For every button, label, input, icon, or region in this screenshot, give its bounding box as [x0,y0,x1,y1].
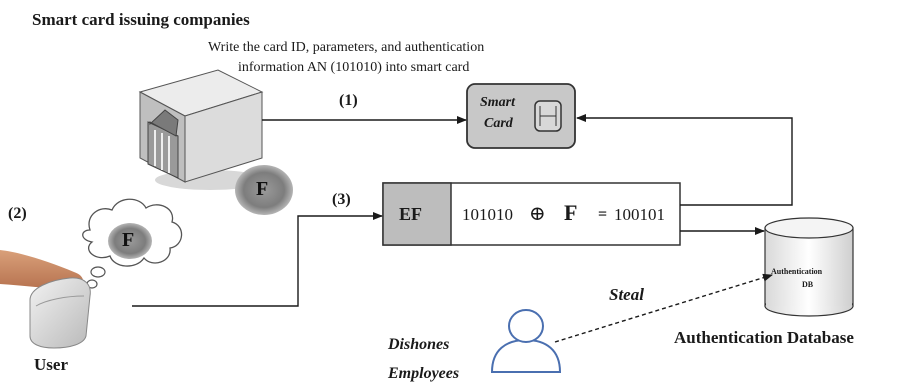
company-building-icon [138,69,265,190]
employee-label-line2: Employees [388,365,460,382]
smart-card-label-line2: Card [484,116,513,131]
db-label-line2: DB [802,280,814,289]
step-3-label: (3) [332,191,351,208]
f-symbol: F [564,200,578,225]
steal-label: Steal [609,285,644,304]
thought-cloud-icon [82,198,183,289]
fingerprint-reader-icon [0,250,91,349]
fingerprint-icon [235,165,293,215]
write-note-line2: information AN (101010) into smart card [238,60,470,75]
an-value: 101010 [462,205,513,224]
fingerprint-letter-building: F [256,178,269,200]
step-1-label: (1) [339,92,358,109]
write-note-line1: Write the card ID, parameters, and authe… [208,40,485,55]
fingerprint-letter-cloud: F [122,229,135,251]
equals-sign: = [598,206,608,223]
database-icon [764,217,854,317]
connector-lines [132,114,793,343]
result-value: 100101 [614,205,665,224]
employee-label-line1: Dishones [388,336,450,353]
smart-card-icon [466,83,576,149]
db-caption: Authentication Database [674,328,854,347]
step-2-label: (2) [8,205,27,222]
ef-label: EF [399,204,423,224]
person-icon [490,309,562,373]
xor-symbol: ⊕ [529,203,546,225]
db-label-line1: Authentication [771,267,823,276]
user-label: User [34,355,68,374]
diagram-title: Smart card issuing companies [32,10,250,29]
smart-card-label-line1: Smart [480,95,516,110]
ef-box [382,182,681,246]
